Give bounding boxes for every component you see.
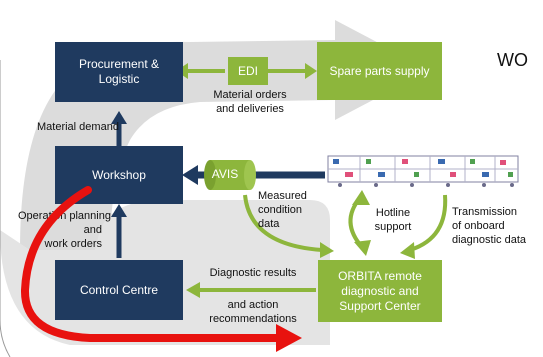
control-centre-box: Control Centre xyxy=(55,260,183,320)
label-support: support xyxy=(374,221,412,233)
label-of-onboard: of onboard xyxy=(452,220,505,232)
label-material-demand: Material demand xyxy=(37,121,119,133)
orbita-box: ORBITA remote diagnostic and Support Cen… xyxy=(318,260,442,322)
label-material-orders: Material orders xyxy=(213,89,287,101)
label-hotline: Hotline xyxy=(375,207,411,219)
label-condition: condition xyxy=(258,204,303,216)
train-schematic xyxy=(327,155,519,187)
avis-label: AVIS xyxy=(211,167,239,181)
label-transmission: Transmission xyxy=(452,206,517,218)
label-diagnostic-results: Diagnostic results xyxy=(209,267,297,279)
avis-cylinder xyxy=(204,160,256,190)
label-measured: Measured xyxy=(258,190,307,202)
label-data: data xyxy=(258,218,280,230)
label-work-orders: work orders xyxy=(44,238,102,250)
label-and-deliveries: and deliveries xyxy=(216,103,284,115)
spare-parts-box: Spare parts supply xyxy=(317,42,442,100)
label-and: and xyxy=(83,224,102,236)
heading-text: WO xyxy=(497,50,528,70)
label-and-action: and action xyxy=(227,299,279,311)
label-operation-planning: Operation planning xyxy=(18,210,111,222)
procurement-box: Procurement & Logistic xyxy=(55,42,183,102)
label-diagnostic-data: diagnostic data xyxy=(452,234,526,246)
edi-box: EDI xyxy=(228,57,268,85)
grey-frame-line xyxy=(0,60,11,357)
workshop-box: Workshop xyxy=(55,146,183,204)
label-recommendations: recommendations xyxy=(209,313,297,325)
